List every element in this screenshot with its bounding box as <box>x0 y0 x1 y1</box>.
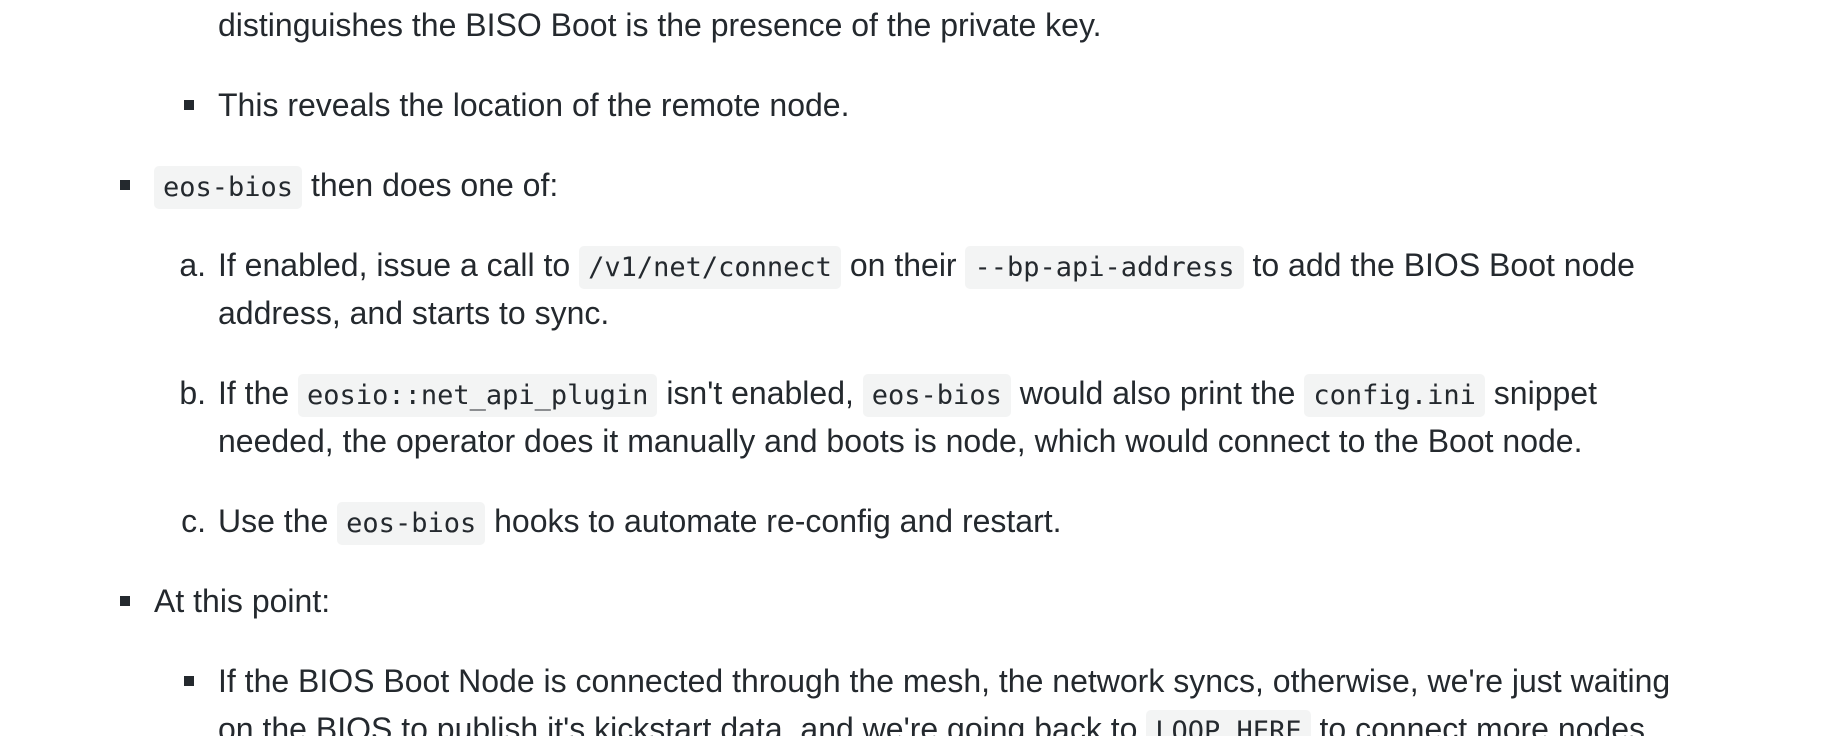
list-item-text: to connect more nodes. <box>1310 711 1654 736</box>
list-item-bios-mesh: If the BIOS Boot Node is connected throu… <box>218 657 1670 705</box>
inline-code: eos-bios <box>337 502 486 545</box>
list-item-text: snippet <box>1484 375 1597 411</box>
list-item-text: address, and starts to sync. <box>218 295 610 331</box>
intro-line: distinguishes the BISO Boot is the prese… <box>218 1 1101 49</box>
list-item-bios-mesh-continued: on the BIOS to publish it's kickstart da… <box>218 705 1654 736</box>
list-item-text: would also print the <box>1010 375 1305 411</box>
inline-code: eosio::net_api_plugin <box>298 374 658 417</box>
list-item-text: on their <box>840 247 966 283</box>
list-item-text: This reveals the location of the remote … <box>218 87 850 123</box>
list-item-reveal: This reveals the location of the remote … <box>218 81 849 129</box>
intro-text: distinguishes the BISO Boot is the prese… <box>218 7 1102 43</box>
list-item-text: If enabled, issue a call to <box>218 247 580 283</box>
list-item-text: If the BIOS Boot Node is connected throu… <box>218 663 1671 699</box>
inline-code: --bp-api-address <box>965 246 1244 289</box>
ordered-marker: a. <box>179 247 206 283</box>
list-item-text: then does one of: <box>302 167 559 203</box>
list-item-b-continued: needed, the operator does it manually an… <box>218 417 1582 465</box>
inline-code: eos-bios <box>862 374 1011 417</box>
ordered-marker: c. <box>181 503 206 539</box>
bullet-square-icon <box>120 180 130 190</box>
list-item-text: on the BIOS to publish it's kickstart da… <box>218 711 1147 736</box>
list-item-text: needed, the operator does it manually an… <box>218 423 1583 459</box>
list-item-c: Use the eos-bios hooks to automate re-co… <box>218 497 1062 548</box>
inline-code: /v1/net/connect <box>579 246 841 289</box>
bullet-square-icon <box>120 596 130 606</box>
list-item-text: If the <box>218 375 299 411</box>
inline-code: LOOP_HERE <box>1146 710 1311 736</box>
list-item-text: isn't enabled, <box>657 375 863 411</box>
list-item-at-this-point: At this point: <box>154 577 330 625</box>
inline-code: eos-bios <box>154 166 303 209</box>
list-item-a-continued: address, and starts to sync. <box>218 289 609 337</box>
list-item-a: If enabled, issue a call to /v1/net/conn… <box>218 241 1635 292</box>
list-item-b: If the eosio::net_api_plugin isn't enabl… <box>218 369 1597 420</box>
bullet-square-icon <box>184 676 194 686</box>
bullet-square-icon <box>184 100 194 110</box>
inline-code: config.ini <box>1304 374 1485 417</box>
list-item-eos-bios: eos-bios then does one of: <box>154 161 558 212</box>
list-item-text: to add the BIOS Boot node <box>1243 247 1635 283</box>
list-item-text: Use the <box>218 503 338 539</box>
list-item-text: At this point: <box>154 583 331 619</box>
ordered-marker: b. <box>179 375 206 411</box>
list-item-text: hooks to automate re-config and restart. <box>485 503 1062 539</box>
